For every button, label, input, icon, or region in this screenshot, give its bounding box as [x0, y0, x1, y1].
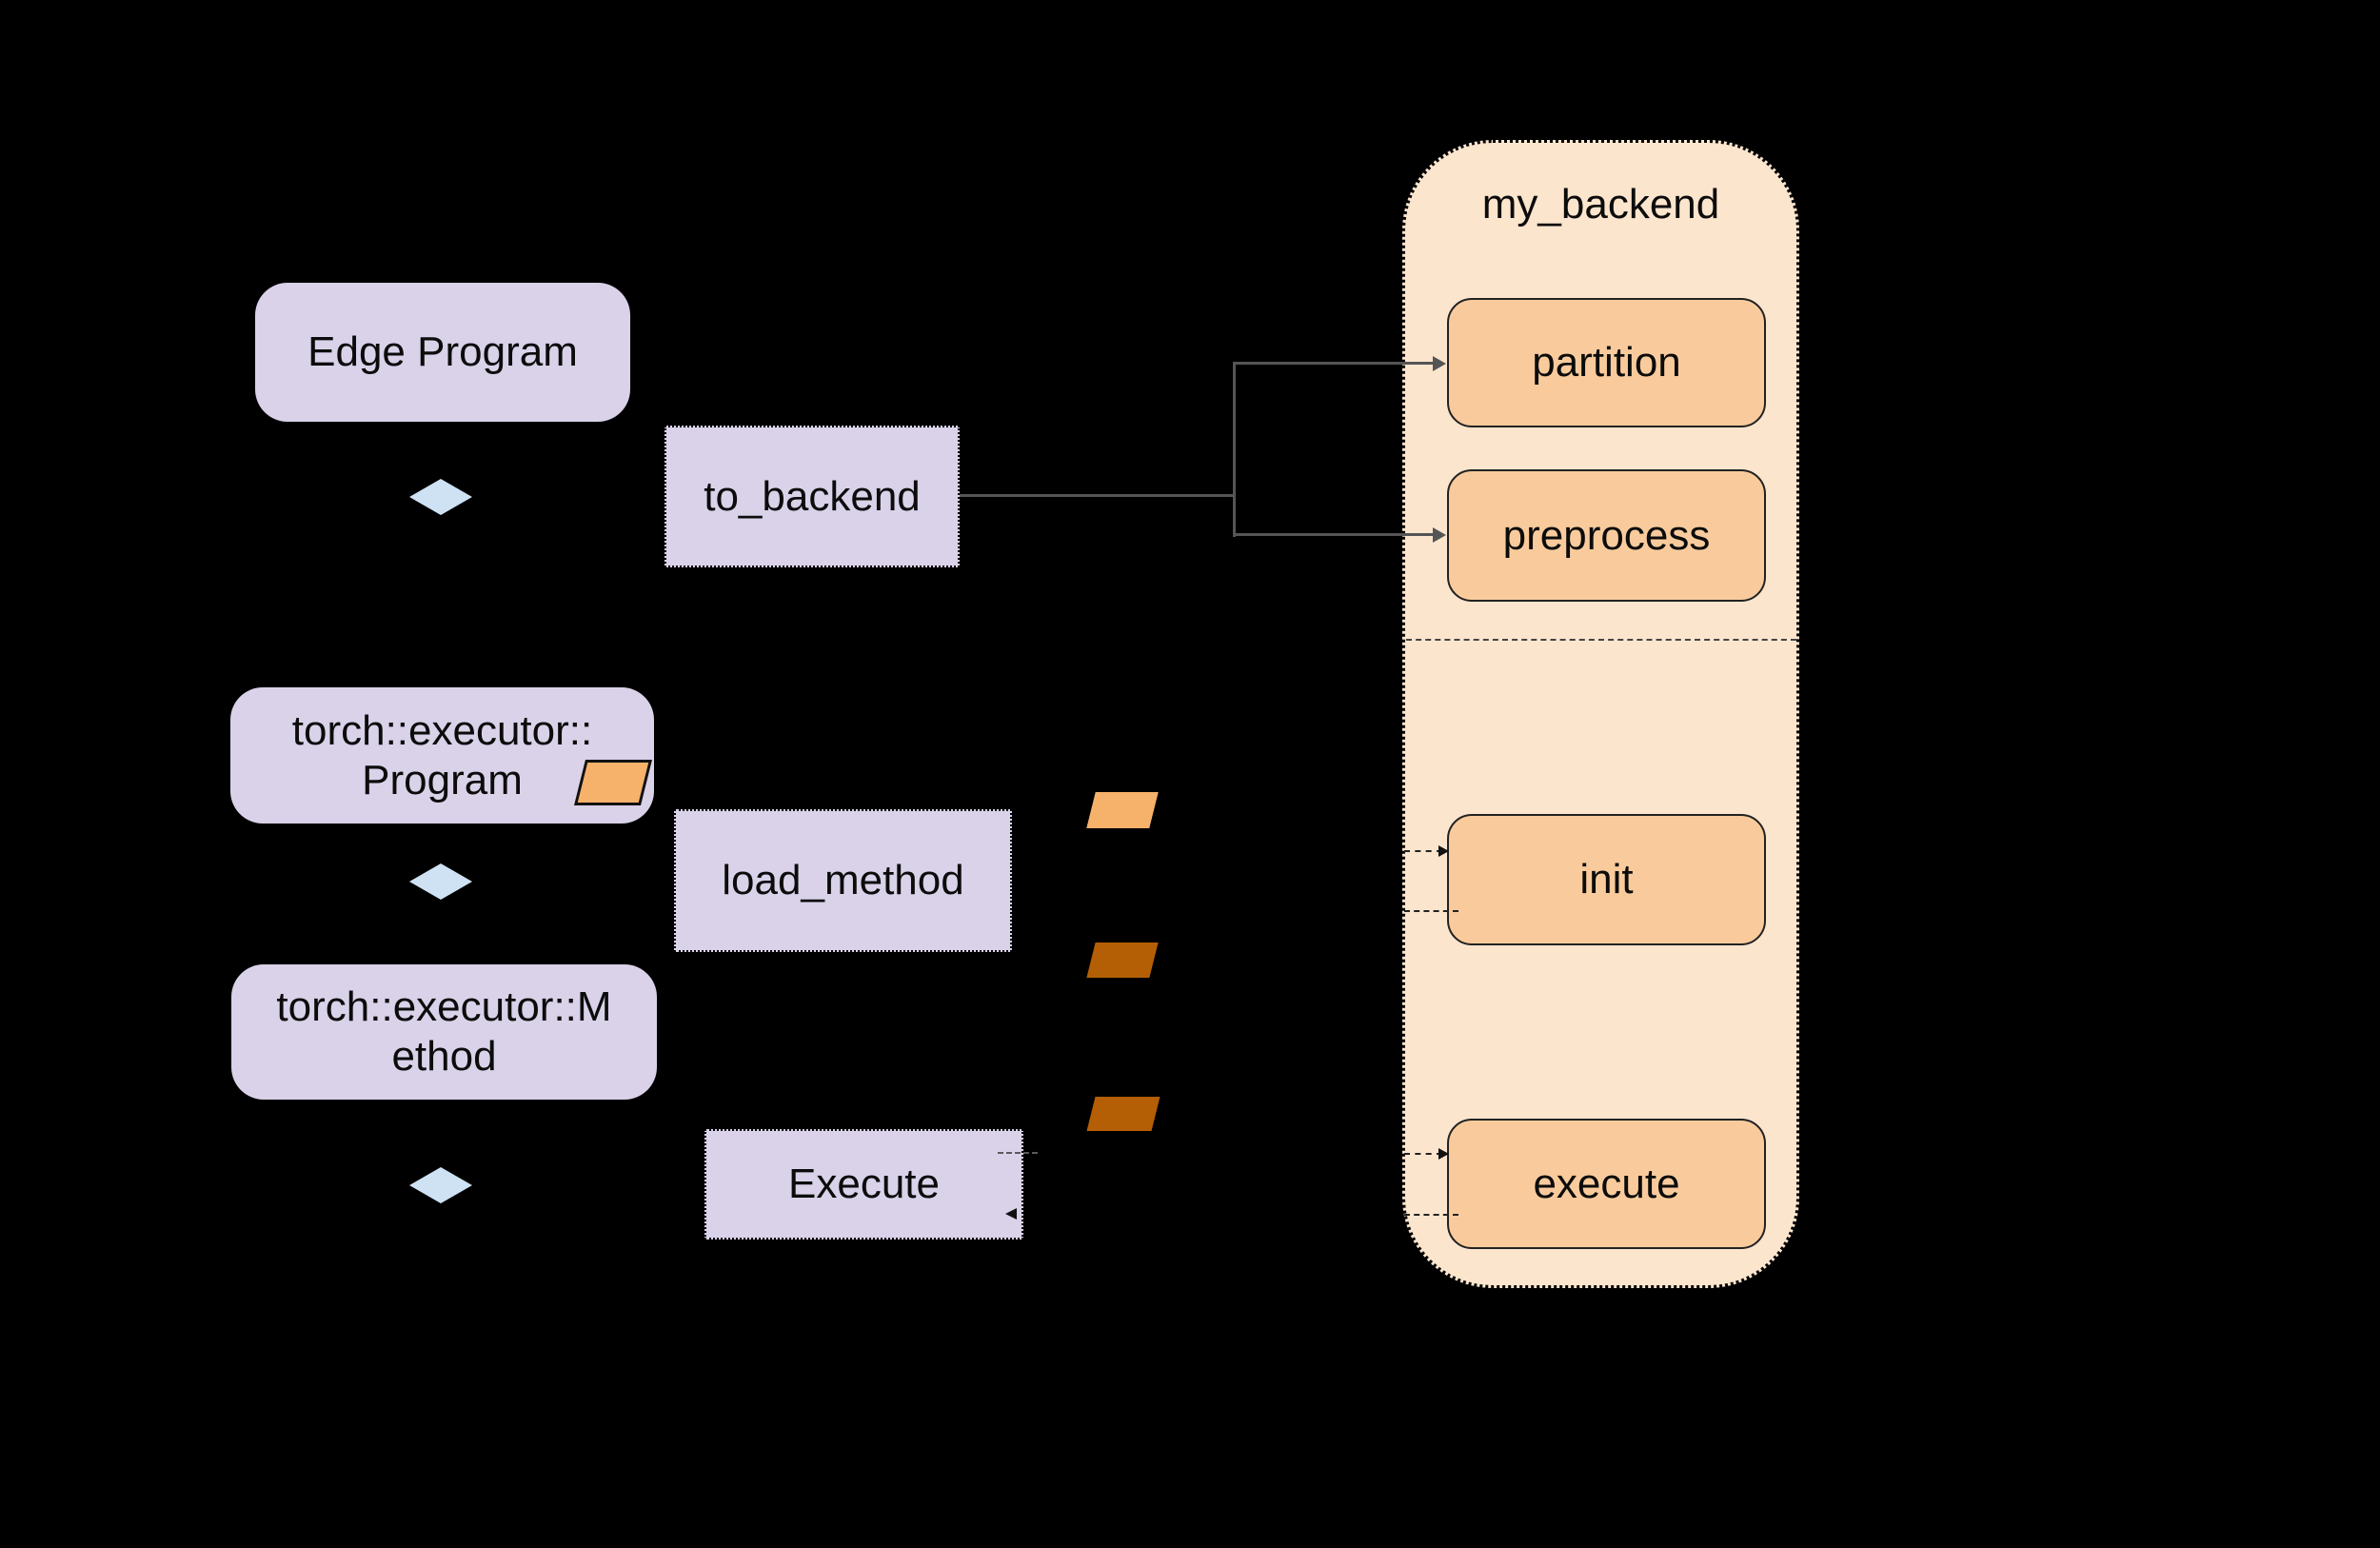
arrowhead-icon	[1438, 1148, 1449, 1160]
backend-function-preprocess: preprocess	[1447, 469, 1766, 602]
connector-line	[1233, 533, 1435, 536]
diamond-icon	[409, 479, 472, 515]
dashed-call-line	[1404, 1153, 1442, 1155]
diamond-icon	[409, 1167, 472, 1203]
arrowhead-icon	[1433, 527, 1446, 543]
method-label-line1: torch::executor::M	[276, 983, 612, 1030]
node-torch-executor-method: torch::executor::M ethod	[231, 964, 657, 1100]
node-torch-executor-program: torch::executor:: Program	[230, 687, 654, 824]
node-load-method: load_method	[674, 809, 1012, 952]
program-label-line2: Program	[362, 756, 523, 804]
parallelogram-icon	[1086, 1097, 1160, 1131]
dashed-call-line	[1404, 850, 1442, 852]
backend-function-execute: execute	[1447, 1119, 1766, 1249]
backend-function-partition: partition	[1447, 298, 1766, 427]
backend-title: my_backend	[1481, 181, 1720, 228]
dashed-return-line	[1404, 1214, 1458, 1216]
diamond-icon	[409, 863, 472, 900]
dashed-call-line	[998, 1152, 1038, 1154]
parallelogram-icon	[1086, 943, 1159, 978]
dashed-return-line	[1404, 910, 1458, 912]
node-edge-program: Edge Program	[255, 283, 630, 422]
connector-line	[1233, 362, 1435, 365]
parallelogram-icon	[574, 760, 652, 805]
node-to-backend: to_backend	[664, 426, 960, 567]
method-label-line2: ethod	[391, 1033, 497, 1080]
arrowhead-icon	[1433, 356, 1446, 371]
program-label-line1: torch::executor::	[291, 706, 593, 754]
parallelogram-icon	[1086, 792, 1159, 828]
connector-line	[1233, 362, 1236, 537]
node-execute: Execute	[704, 1129, 1023, 1240]
backend-function-init: init	[1447, 814, 1766, 945]
backend-section-divider	[1406, 639, 1796, 641]
arrowhead-icon	[1005, 1208, 1017, 1220]
arrowhead-icon	[1438, 845, 1449, 857]
connector-line	[960, 494, 1236, 497]
